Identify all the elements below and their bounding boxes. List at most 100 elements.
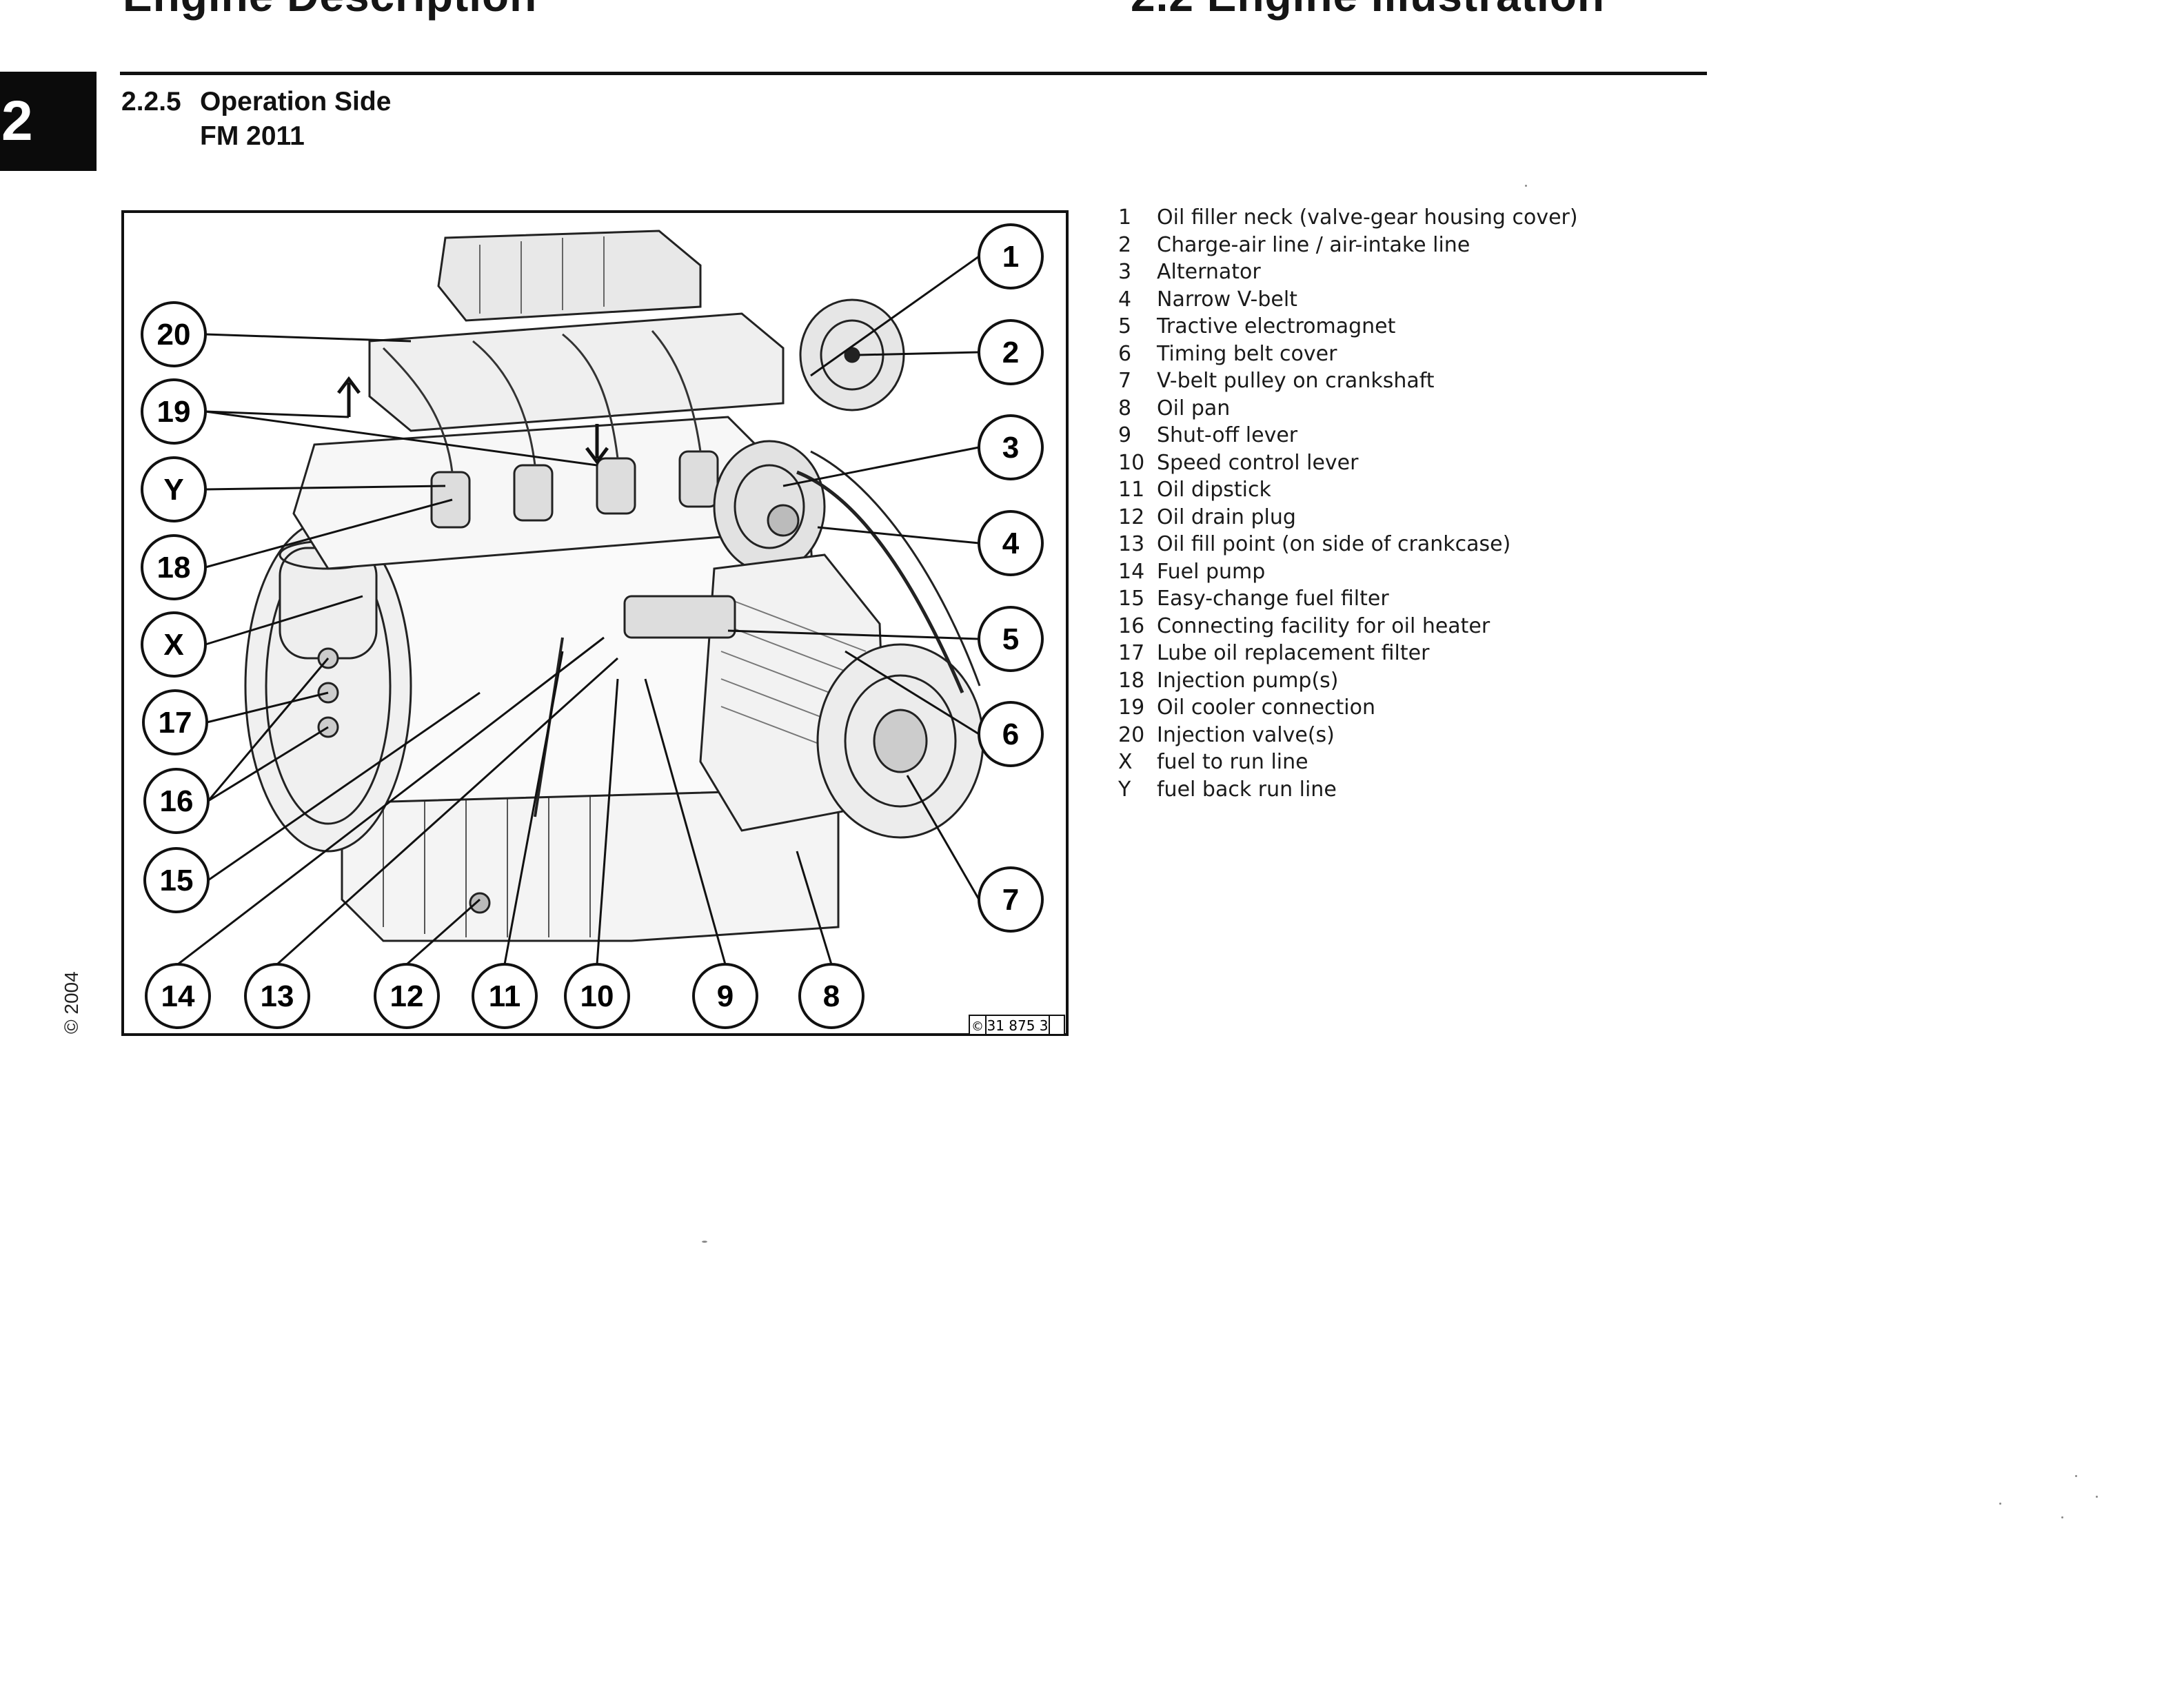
legend-number: 4 <box>1118 287 1132 312</box>
legend-item: 17 Lube oil replacement filter <box>1118 640 1578 667</box>
legend-number: 3 <box>1118 260 1132 284</box>
legend-number: 7 <box>1118 369 1132 393</box>
callout-circle <box>374 963 440 1029</box>
callout-label: 2 <box>1002 336 1019 369</box>
callout-label: 4 <box>1002 527 1020 560</box>
leader-line <box>644 678 727 965</box>
legend-text: Lube oil replacement filter <box>1157 641 1430 665</box>
scan-speck <box>702 1241 707 1243</box>
legend-text: V-belt pulley on crankshaft <box>1157 369 1435 393</box>
leader-line <box>858 351 980 356</box>
legend-text: Oil fill point (on side of crankcase) <box>1157 532 1511 556</box>
callout-circle <box>145 963 211 1029</box>
legend-text: Connecting facility for oil heater <box>1157 613 1490 638</box>
chapter-tab: 2 <box>0 72 97 171</box>
legend-number: 17 <box>1118 641 1145 665</box>
callout-circle <box>978 510 1044 576</box>
legend-text: Shut-off lever <box>1157 423 1298 447</box>
leader-line <box>276 657 619 966</box>
legend-number: 6 <box>1118 341 1132 366</box>
leader-line <box>796 851 833 965</box>
legend-text: Oil pan <box>1157 396 1231 420</box>
callout-label: 19 <box>157 395 191 429</box>
leader-line <box>208 726 329 802</box>
callout-18: 18 <box>141 534 207 600</box>
legend-text: Easy-change fuel filter <box>1157 587 1389 611</box>
callout-label: 10 <box>580 979 614 1013</box>
callout-label: X <box>163 628 183 662</box>
callout-label: Y <box>163 473 183 507</box>
callout-3: 3 <box>978 414 1044 480</box>
legend-number: 5 <box>1118 314 1132 338</box>
legend-item: 5 Tractive electromagnet <box>1118 313 1578 340</box>
legend-text: Alternator <box>1157 260 1261 284</box>
callout-label: 7 <box>1002 883 1019 917</box>
leader-line <box>206 691 329 724</box>
legend-item: 7 V-belt pulley on crankshaft <box>1118 367 1578 395</box>
legend-text: Charge-air line / air-intake line <box>1157 232 1470 257</box>
leader-line <box>207 658 330 802</box>
callout-circle <box>143 768 210 834</box>
callout-circle <box>244 963 310 1029</box>
legend-text: fuel back run line <box>1157 777 1337 802</box>
legend-text: Speed control lever <box>1157 450 1359 475</box>
callout-circle <box>978 223 1044 289</box>
legend-number: 2 <box>1118 232 1132 257</box>
callout-label: 6 <box>1002 718 1019 751</box>
callout-y: Y <box>141 456 207 522</box>
callout-label: 1 <box>1002 240 1019 274</box>
callout-label: 15 <box>160 864 194 897</box>
section-number: 2.2.5 <box>121 87 181 116</box>
legend-text: Oil filler neck (valve-gear housing cove… <box>1157 205 1578 230</box>
callout-label: 12 <box>390 979 424 1013</box>
scan-speck <box>1525 185 1527 187</box>
callout-circle <box>141 611 207 678</box>
callout-19: 19 <box>141 378 207 445</box>
leader-line <box>845 650 980 735</box>
leader-line <box>205 498 453 569</box>
callout-6: 6 <box>978 701 1044 767</box>
callout-7: 7 <box>978 866 1044 933</box>
legend-number: 16 <box>1118 613 1145 638</box>
legend-item: 16 Connecting facility for oil heater <box>1118 613 1578 640</box>
callout-circle <box>143 847 210 913</box>
leader-line <box>205 410 598 467</box>
callout-10: 10 <box>564 963 630 1029</box>
legend-text: Oil drain plug <box>1157 505 1296 529</box>
callout-15: 15 <box>143 847 210 913</box>
callout-circle <box>978 866 1044 933</box>
callout-circle <box>692 963 758 1029</box>
leader-line <box>406 898 481 966</box>
legend-number: 10 <box>1118 450 1145 475</box>
callout-circle <box>978 701 1044 767</box>
callout-13: 13 <box>244 963 310 1029</box>
leader-line <box>727 629 980 640</box>
legend-number: 9 <box>1118 423 1132 447</box>
callout-circle <box>141 534 207 600</box>
legend-item: 9 Shut-off lever <box>1118 422 1578 449</box>
legend-text: Oil cooler connection <box>1157 695 1375 720</box>
callout-circle <box>472 963 538 1029</box>
legend-text: Tractive electromagnet <box>1157 314 1396 338</box>
scan-speck <box>2075 1475 2077 1477</box>
callout-20: 20 <box>141 301 207 367</box>
callout-circle <box>141 301 207 367</box>
legend-text: Oil dipstick <box>1157 478 1271 502</box>
callout-x: X <box>141 611 207 678</box>
image-code: 31 875 3 <box>987 1017 1048 1034</box>
copyright-note: © 2004 <box>61 971 82 1034</box>
